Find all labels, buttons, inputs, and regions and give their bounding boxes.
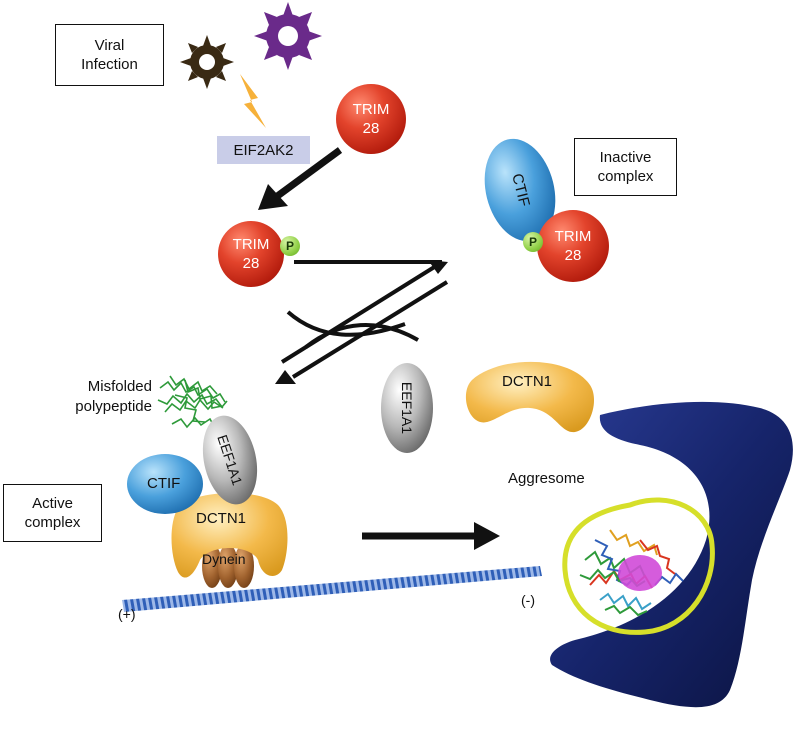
eef1a1-active-shape: [202, 415, 258, 505]
eef1a1-free-label: EEF1A1: [399, 381, 415, 435]
trim28-protein: TRIM 28: [336, 84, 406, 154]
aggresome-label: Aggresome: [508, 470, 585, 487]
dctn1-free-shape: [465, 361, 595, 433]
plus-end-label: (+): [118, 606, 136, 622]
virus-dark-icon: [180, 35, 234, 89]
virus-purple-icon: [254, 2, 322, 70]
trim28-number: 28: [362, 120, 380, 137]
dynein-icon: [202, 544, 254, 588]
aggresome-ring: [562, 497, 715, 635]
phospho-badge-free: P: [280, 236, 300, 256]
ctif-active-label: CTIF: [147, 475, 181, 492]
misfolded-polypeptide-icon: [157, 375, 228, 429]
ctif-inactive-shape: [484, 138, 556, 242]
inactive-line2: complex: [597, 168, 654, 185]
trim28-inactive-label: TRIM: [554, 228, 592, 245]
arrow-phosphorylation: [269, 147, 343, 203]
phospho-label-inactive: P: [528, 235, 537, 249]
active-line1: Active: [32, 495, 73, 512]
viral-infection-line2: Infection: [81, 56, 138, 73]
equilibrium-head-back: [275, 370, 296, 384]
dctn1-complex-label: DCTN1: [196, 510, 247, 527]
trim28-inactive-number: 28: [564, 247, 582, 264]
trim28-phospho-number: 28: [242, 255, 260, 272]
trim28-phospho-label: TRIM: [232, 236, 270, 253]
dynein-label: Dynein: [202, 551, 246, 567]
nucleus-shape: [550, 401, 793, 708]
phospho-badge-inactive: P: [523, 232, 543, 252]
microtubule: [122, 566, 542, 612]
inactive-line1: Inactive: [599, 149, 652, 166]
misfolded-line2: polypeptide: [75, 398, 152, 415]
trim28-label: TRIM: [352, 101, 390, 118]
ctif-active-shape: [127, 454, 203, 514]
trim28-phospho-protein: TRIM 28: [218, 221, 284, 287]
lightning-bolt-icon: [240, 74, 266, 128]
equilibrium-arrows: [280, 260, 449, 379]
misfolded-label: Misfolded polypeptide: [52, 377, 152, 417]
misfolded-line1: Misfolded: [87, 378, 152, 395]
minus-end-label: (-): [521, 592, 535, 608]
inactive-complex-box: Inactive complex: [574, 138, 677, 196]
active-complex-box: Active complex: [3, 484, 102, 542]
phospho-label-free: P: [285, 239, 294, 253]
eef1a1-free-shape: [381, 363, 433, 453]
viral-infection-line1: Viral: [94, 37, 125, 54]
dctn1-complex-shape: [171, 492, 288, 578]
eef1a1-free-text-wrap: EEF1A1: [395, 368, 419, 448]
ctif-inactive-label: CTIF: [508, 171, 534, 209]
eif2ak2-box: EIF2AK2: [217, 136, 310, 164]
aggresome-core: [618, 555, 662, 591]
viral-infection-box: Viral Infection: [55, 24, 164, 86]
equilibrium-head-forward: [428, 260, 448, 274]
dctn1-free-label: DCTN1: [502, 373, 553, 390]
arrow-to-aggresome-head: [474, 522, 500, 550]
arrow-phosphorylation-head: [258, 184, 288, 210]
eif2ak2-label: EIF2AK2: [233, 141, 294, 159]
trim28-inactive-protein: TRIM 28: [537, 210, 609, 282]
active-line2: complex: [24, 514, 81, 531]
